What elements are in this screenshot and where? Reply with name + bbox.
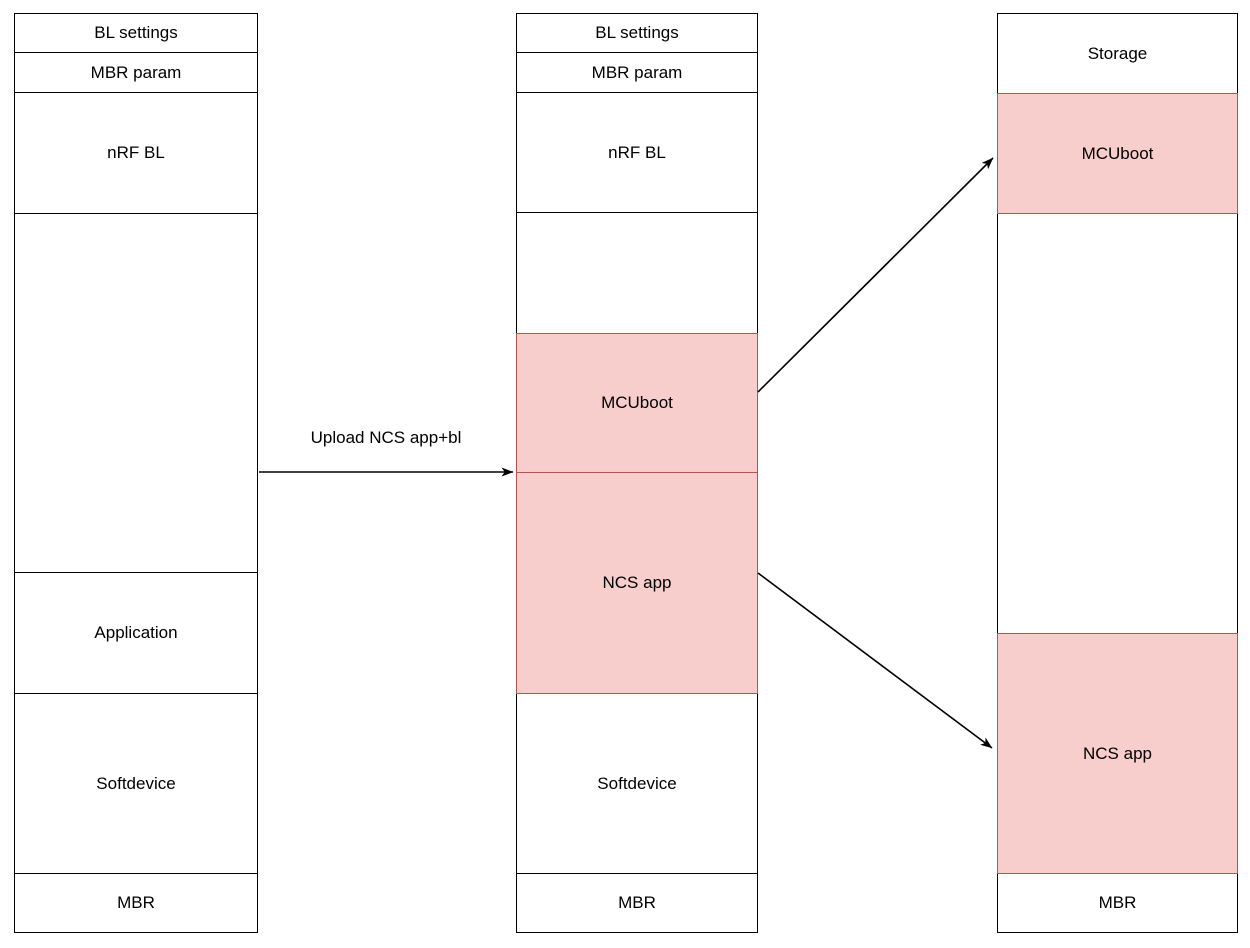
segment-mcuboot-highlighted: MCUboot bbox=[516, 333, 758, 473]
segment-mbr: MBR bbox=[516, 873, 758, 933]
segment-mbr-param: MBR param bbox=[14, 52, 258, 93]
segment-ncs-app-highlighted: NCS app bbox=[997, 633, 1238, 874]
segment-mbr: MBR bbox=[997, 873, 1238, 933]
upload-arrow-label: Upload NCS app+bl bbox=[310, 428, 462, 447]
segment-softdevice: Softdevice bbox=[14, 693, 258, 874]
segment-application: Application bbox=[14, 572, 258, 694]
segment-empty bbox=[14, 213, 258, 573]
memory-column-middle: BL settings MBR param nRF BL MCUboot NCS… bbox=[516, 0, 758, 948]
segment-mbr: MBR bbox=[14, 873, 258, 933]
segment-nrf-bl: nRF BL bbox=[516, 92, 758, 213]
segment-mcuboot-highlighted: MCUboot bbox=[997, 93, 1238, 214]
memory-column-right: Storage MCUboot NCS app MBR bbox=[997, 0, 1238, 948]
segment-storage: Storage bbox=[997, 13, 1238, 94]
memory-column-left: BL settings MBR param nRF BL Application… bbox=[14, 0, 258, 948]
segment-nrf-bl: nRF BL bbox=[14, 92, 258, 214]
segment-empty bbox=[997, 213, 1238, 634]
segment-mbr-param: MBR param bbox=[516, 52, 758, 93]
segment-ncs-app-highlighted: NCS app bbox=[516, 472, 758, 694]
segment-softdevice: Softdevice bbox=[516, 693, 758, 874]
segment-bl-settings: BL settings bbox=[14, 13, 258, 53]
ncs-app-move-arrow bbox=[757, 572, 993, 749]
segment-empty bbox=[516, 212, 758, 334]
segment-bl-settings: BL settings bbox=[516, 13, 758, 53]
mcuboot-move-arrow bbox=[757, 157, 994, 393]
